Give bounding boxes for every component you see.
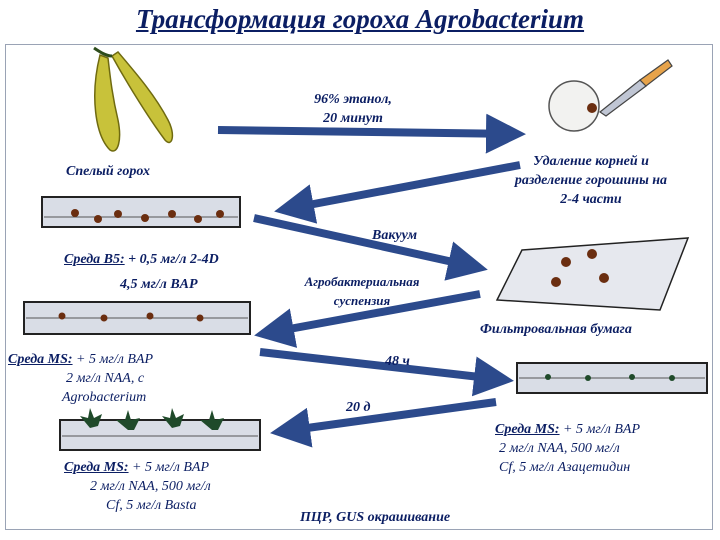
arrow-20d — [270, 398, 497, 448]
page-title: Трансформация гороха Agrobacterium — [135, 4, 585, 34]
label-vacuum: Вакуум — [372, 228, 418, 243]
pea-scalpel-image — [548, 59, 673, 132]
label-ethanol-line2: 20 минут — [323, 111, 383, 126]
label-ms1-line1: + 5 мг/л BAP — [76, 352, 154, 367]
label-ethanol: 96% этанол, 20 минут — [288, 90, 418, 128]
label-removal-line2: разделение горошины на — [514, 173, 668, 188]
label-agro-line1: Агробактериальная — [304, 274, 420, 289]
filter-paper-image — [495, 237, 690, 311]
petri-dish-ms-agro — [23, 301, 251, 335]
label-agro-line2: суспензия — [333, 293, 391, 308]
petri-dish-ms-basta — [59, 408, 261, 451]
label-ms1-name: Среда MS: — [8, 352, 73, 367]
label-ms3-medium: Среда MS: + 5 мг/л BAP 2 мг/л NAA, 500 м… — [64, 458, 211, 515]
label-20d: 20 д — [346, 400, 371, 415]
arrow-vacuum — [253, 214, 488, 281]
label-ethanol-line1: 96% этанол, — [314, 92, 392, 107]
label-ms2-name: Среда MS: — [495, 422, 560, 437]
label-b5-medium: Среда В5: + 0,5 мг/л 2-4D — [64, 250, 219, 269]
label-ms3-line3: Cf, 5 мг/л Basta — [106, 498, 197, 513]
label-ms2-line2: 2 мг/л NAA, 500 мг/л — [499, 441, 620, 456]
label-b5-line1: + 0,5 мг/л 2-4D — [128, 252, 219, 267]
label-ms3-line1: + 5 мг/л BAP — [132, 460, 210, 475]
label-b5-line2: 4,5 мг/л BAP — [120, 277, 198, 292]
arrow-ethanol — [217, 113, 526, 154]
pea-pods-image — [93, 46, 174, 152]
label-ms1-line2: 2 мг/л NAA, с — [66, 371, 145, 386]
arrow-48h — [259, 348, 514, 397]
label-ms2-medium: Среда MS: + 5 мг/л BAP 2 мг/л NAA, 500 м… — [495, 420, 640, 477]
arrow-to-b5 — [274, 161, 521, 224]
arrow-agro — [254, 290, 481, 348]
label-ms1-line3: Agrobacterium — [62, 390, 147, 405]
label-ms2-line1: + 5 мг/л BAP — [563, 422, 641, 437]
label-agro: Агробактериальная суспензия — [282, 272, 442, 310]
label-removal-line1: Удаление корней и — [533, 154, 649, 169]
label-removal-line3: 2-4 части — [560, 192, 622, 207]
label-ms3-name: Среда MS: — [64, 460, 129, 475]
label-removal: Удаление корней и разделение горошины на… — [478, 152, 704, 209]
label-pcr-gus: ПЦР, GUS окрашивание — [300, 510, 451, 525]
petri-dish-b5 — [41, 196, 241, 228]
label-filter-paper: Фильтровальная бумага — [480, 322, 632, 337]
label-ms3-line2: 2 мг/л NAA, 500 мг/л — [90, 479, 211, 494]
label-b5-name: Среда В5: — [64, 252, 125, 267]
label-ms2-line3: Cf, 5 мг/л Азацетидин — [499, 460, 631, 475]
petri-dish-ms-azacytidine — [516, 362, 708, 394]
label-ripe-pea: Спелый горох — [66, 164, 151, 179]
label-ms1-medium: Среда MS: + 5 мг/л BAP 2 мг/л NAA, с Agr… — [8, 350, 153, 407]
label-48h: 48 ч — [385, 354, 410, 369]
